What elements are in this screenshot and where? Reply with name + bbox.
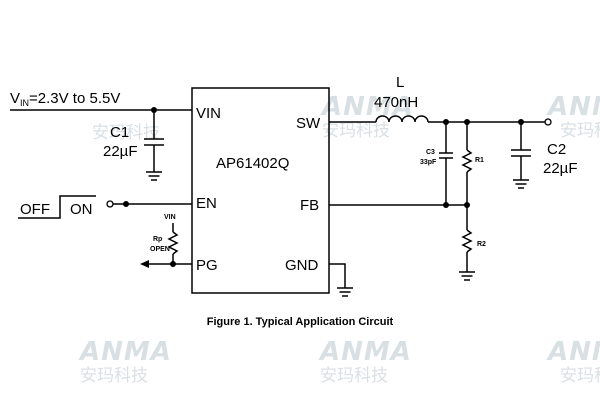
watermark-text: 安玛科技 [92, 123, 160, 143]
gnd-wire [329, 263, 346, 288]
en-on-label: ON [70, 201, 93, 218]
en-terminal [106, 200, 114, 208]
c2-name: C2 [547, 141, 566, 158]
watermark-text: 安玛科技 [80, 366, 148, 386]
en-switch-icon [18, 195, 96, 219]
junction-dot [170, 261, 176, 267]
rp-resistor-icon [167, 231, 179, 255]
ground-icon [459, 271, 475, 281]
watermark-text: 安玛科技 [322, 121, 390, 141]
junction-dot [123, 201, 129, 207]
vin-net: VIN=2.3V to 5.5V C1 22µF [10, 90, 192, 181]
junction-dot [443, 202, 449, 208]
r1-name: R1 [475, 157, 484, 164]
rp-state: OPEN [150, 246, 170, 253]
pg-output-arrow-icon [140, 260, 149, 268]
en-net: OFF ON [18, 195, 192, 219]
pin-en-label: EN [196, 195, 217, 212]
inductor-coil-icon [375, 115, 429, 123]
pg-net: VIN Rp OPEN [140, 214, 192, 268]
ic-body [191, 87, 330, 294]
en-off-label: OFF [20, 201, 50, 218]
watermark-text: 安玛科技 [560, 366, 600, 386]
fb-net: R2 [329, 202, 486, 281]
watermark-text: 安玛科技 [560, 121, 600, 141]
r2-resistor-icon [461, 229, 473, 253]
pin-gnd-label: GND [285, 257, 319, 274]
watermark-logo: ANMA [318, 337, 412, 367]
watermark-logo: ANMA [78, 337, 172, 367]
c1-name: C1 [110, 124, 129, 141]
ic-part-number: AP61402Q [216, 155, 289, 172]
watermark-logo: ANMA [546, 92, 600, 122]
vin-label: VIN=2.3V to 5.5V [10, 90, 120, 108]
watermark-logo: ANMA [546, 337, 600, 367]
sw-net: L 470nH C3 33pF R1 C2 22µF [329, 74, 578, 205]
pin-pg-label: PG [196, 257, 218, 274]
c3-value: 33pF [420, 159, 437, 166]
ground-icon [337, 287, 353, 297]
inductor-name: L [396, 74, 404, 91]
watermarks: ANMA 安玛科技 ANMA 安玛科技 安玛科技 ANMA 安玛科技 ANMA … [78, 92, 600, 386]
r1-resistor-icon [461, 149, 473, 173]
rp-supply-label: VIN [164, 214, 176, 221]
vout-terminal [544, 118, 552, 126]
c3-name: C3 [426, 149, 435, 156]
r2-name: R2 [477, 241, 486, 248]
pin-vin-label: VIN [196, 105, 221, 122]
inductor-value: 470nH [374, 94, 418, 111]
c1-value: 22µF [103, 143, 138, 160]
pin-sw-label: SW [296, 115, 321, 132]
ground-icon [513, 179, 529, 189]
figure-caption: Figure 1. Typical Application Circuit [207, 316, 394, 328]
rp-name: Rp [153, 236, 162, 243]
pin-fb-label: FB [300, 197, 319, 214]
watermark-text: 安玛科技 [320, 366, 388, 386]
c2-value: 22µF [543, 160, 578, 177]
ground-icon [146, 171, 162, 181]
gnd-net [329, 263, 353, 297]
